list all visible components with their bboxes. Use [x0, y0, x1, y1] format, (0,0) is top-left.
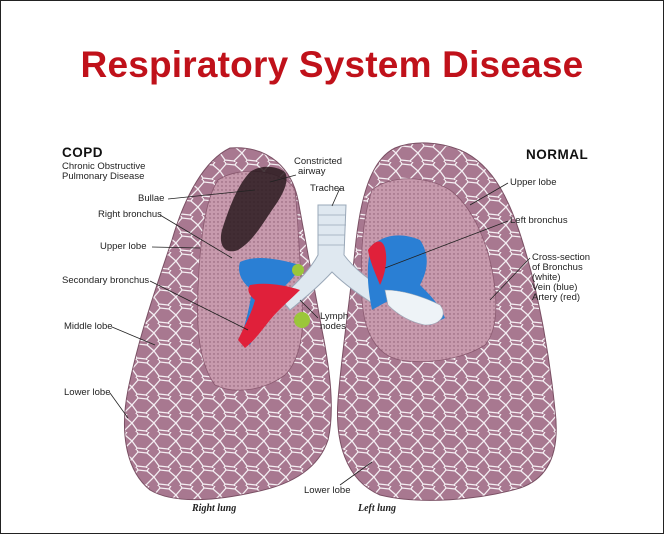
- leader-left-bronchus: [384, 220, 509, 269]
- left-bronchus-white: [384, 289, 444, 326]
- label-constricted-airway-1: Constricted: [294, 156, 343, 167]
- label-upper-lobe-right: Upper lobe: [510, 177, 557, 188]
- leader-cross-section: [489, 257, 531, 301]
- leader-trachea: [331, 187, 341, 207]
- label-lower-lobe-bottom: Lower lobe: [304, 485, 351, 496]
- label-cross-section-5: Artery (red): [532, 292, 581, 303]
- label-upper-lobe-left: Upper lobe: [100, 241, 147, 252]
- leader-upper-lobe-right: [469, 182, 509, 206]
- leader-secondary-bronchus: [149, 280, 249, 331]
- leader-constricted-airway: [269, 174, 297, 183]
- page-title: Respiratory System Disease: [80, 44, 584, 85]
- footer-left-lung: Left lung: [358, 503, 397, 514]
- left-artery: [368, 241, 387, 285]
- label-cross-section-2: of Bronchus: [532, 262, 583, 273]
- lymph-node-1: [292, 264, 304, 276]
- footer-right-lung: Right lung: [192, 503, 237, 514]
- leader-middle-lobe: [111, 326, 156, 346]
- label-cross-section-1: Cross-section: [532, 252, 591, 263]
- copd-heading: COPD: [62, 145, 104, 160]
- right-artery: [238, 283, 300, 348]
- label-left-bronchus: Left bronchus: [510, 215, 568, 226]
- label-right-bronchus: Right bronchus: [98, 209, 162, 220]
- label-lymph-nodes-2: nodes: [320, 321, 346, 332]
- label-cross-section-3: (white): [532, 272, 561, 283]
- normal-cut-surface: [360, 178, 497, 363]
- lymph-node-2: [294, 312, 310, 328]
- copd-subtitle-line1: Chronic Obstructive: [62, 161, 146, 172]
- label-cross-section-4: Vein (blue): [532, 282, 578, 293]
- label-secondary-bronchus: Secondary bronchus: [62, 275, 150, 286]
- trachea: [279, 204, 386, 311]
- label-trachea: Trachea: [310, 183, 345, 194]
- normal-heading: NORMAL: [526, 147, 589, 162]
- leader-lymph: [299, 299, 319, 319]
- bullae-damage: [220, 166, 287, 252]
- copd-subtitle-line2: Pulmonary Disease: [62, 171, 145, 182]
- label-bullae: Bullae: [138, 193, 165, 204]
- leader-lower-lobe-bottom: [339, 461, 373, 486]
- label-constricted-airway-2: airway: [298, 166, 326, 177]
- leader-bullae: [167, 189, 256, 200]
- label-middle-lobe: Middle lobe: [64, 321, 113, 332]
- label-lymph-nodes-1: Lymph: [320, 311, 349, 322]
- leader-lower-lobe-left: [109, 392, 129, 419]
- label-lower-lobe-left: Lower lobe: [64, 387, 111, 398]
- leader-right-bronchus: [159, 214, 233, 259]
- leader-upper-lobe-left: [151, 246, 201, 249]
